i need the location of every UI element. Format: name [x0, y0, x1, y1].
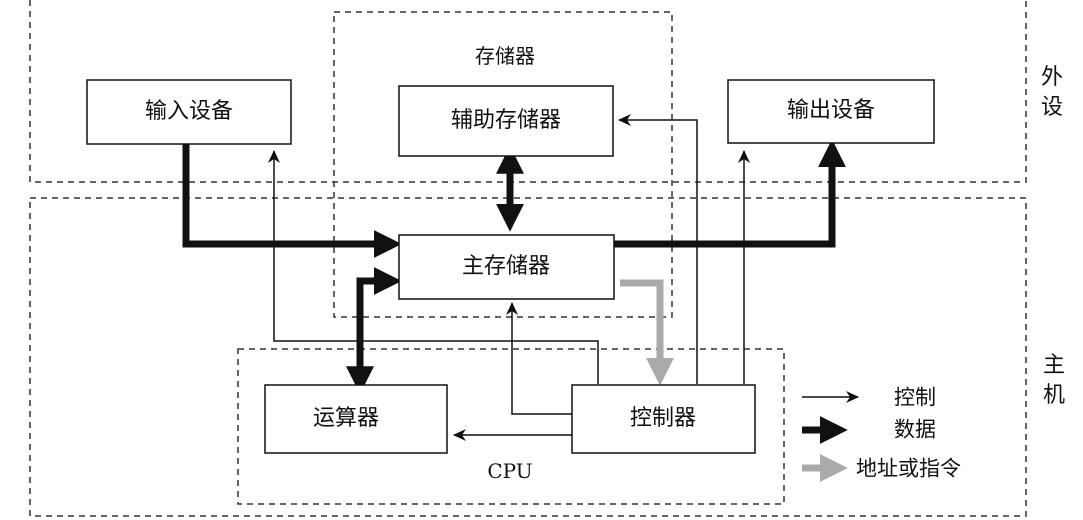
address-lines — [620, 279, 674, 386]
output-device-box — [727, 79, 935, 144]
memory-region — [333, 11, 673, 318]
input-device-box — [86, 79, 292, 145]
host-region — [29, 197, 1027, 517]
controller-box — [571, 384, 756, 454]
alu-box — [264, 384, 448, 454]
control-line-to-main-memory — [506, 302, 572, 415]
data-line-alu-main — [346, 267, 402, 395]
data-line-main-to-output — [614, 139, 846, 248]
cpu-region — [237, 348, 785, 505]
data-lines — [182, 139, 846, 395]
data-line-input-to-main — [182, 144, 402, 258]
peripheral-region — [29, 0, 1027, 183]
auxiliary-memory-box — [398, 85, 614, 157]
control-line-to-aux-memory — [618, 114, 698, 384]
main-memory-box — [398, 234, 615, 300]
legend — [802, 391, 859, 482]
address-line-main-controller — [620, 279, 674, 386]
